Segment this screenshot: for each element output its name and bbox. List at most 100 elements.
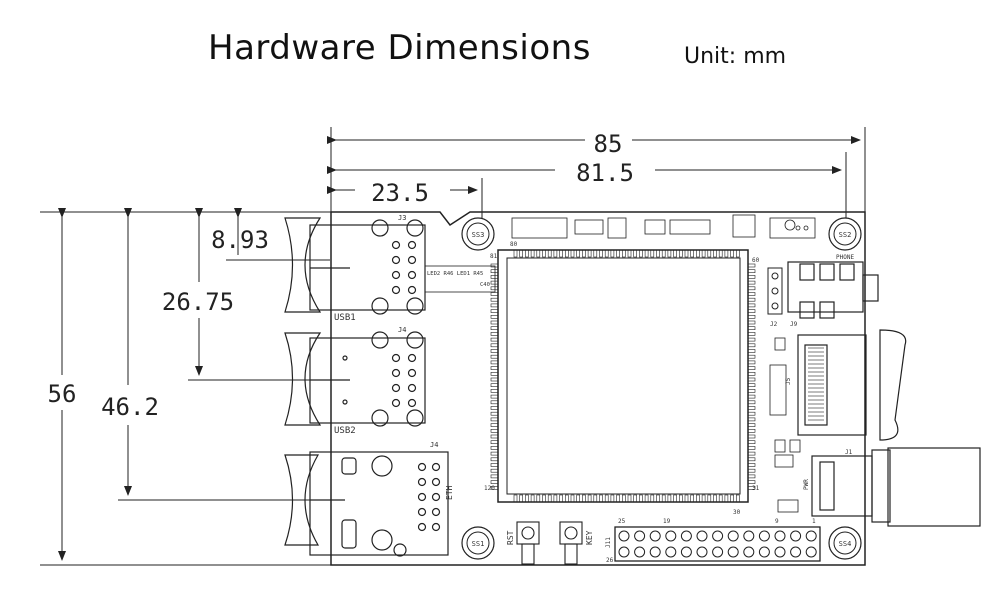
soc-pad	[707, 494, 712, 503]
soc-pad	[747, 297, 756, 302]
dimension-lines-top	[327, 127, 866, 218]
soc-pad	[747, 480, 756, 484]
soc-pad	[696, 249, 700, 258]
soc-pad	[735, 249, 740, 258]
j2-header	[767, 267, 783, 315]
ethernet-connector	[284, 451, 449, 557]
soc-pad	[667, 249, 672, 258]
soc-pad	[490, 360, 499, 365]
header-pin	[712, 546, 724, 558]
soc-pad	[604, 249, 609, 258]
power-connector	[811, 447, 981, 527]
dim-height-holes: 46.2	[101, 393, 159, 421]
header-pin	[790, 530, 802, 542]
soc-pad	[627, 249, 632, 258]
soc-pad	[730, 494, 734, 503]
soc-pad	[513, 249, 518, 258]
label-j5: J5	[785, 377, 792, 385]
soc-pad	[747, 383, 756, 388]
soc-pad	[599, 494, 603, 503]
soc-pad	[616, 249, 620, 258]
soc-pad	[747, 292, 756, 296]
soc-pad	[525, 249, 529, 258]
label-pin1: 1	[812, 518, 816, 525]
soc-pad	[678, 494, 683, 503]
header-pin	[649, 546, 661, 558]
soc-pad	[639, 249, 643, 258]
header-pin	[634, 546, 646, 558]
soc-pad	[639, 494, 643, 503]
soc-pad	[730, 249, 734, 258]
soc-pad	[690, 249, 695, 258]
soc-pad	[656, 494, 660, 503]
soc-pad	[490, 485, 499, 490]
soc-pad	[724, 494, 729, 503]
soc-pad	[747, 354, 756, 359]
soc-pad	[747, 314, 756, 319]
soc-pad	[747, 400, 756, 405]
label-key: KEY	[585, 530, 594, 545]
soc-pad	[490, 314, 499, 319]
header-pin	[665, 546, 677, 558]
soc-pad	[621, 249, 626, 258]
soc-pad	[747, 337, 756, 342]
soc-pad	[525, 494, 529, 503]
soc-pad	[684, 249, 689, 258]
soc-pad	[747, 451, 756, 456]
soc-pad	[490, 275, 499, 279]
soc-pad	[530, 249, 535, 258]
soc-pad	[633, 494, 638, 503]
soc-pad	[490, 366, 499, 370]
label-pin60: 60	[752, 257, 760, 264]
soc-pad	[570, 494, 575, 503]
soc-pads	[490, 249, 756, 503]
soc-pad	[490, 463, 499, 467]
soc-pad	[490, 474, 499, 479]
soc-pad	[576, 249, 581, 258]
soc-pad	[747, 366, 756, 370]
soc-module	[497, 249, 749, 503]
label-phone: PHONE	[836, 254, 854, 261]
soc-pad	[519, 249, 524, 258]
soc-pad	[490, 434, 499, 439]
soc-pad	[747, 411, 756, 416]
soc-pad	[490, 337, 499, 342]
soc-pad	[701, 494, 706, 503]
soc-pad	[490, 332, 499, 336]
soc-pad	[747, 343, 756, 348]
soc-pad	[633, 249, 638, 258]
soc-pad	[490, 383, 499, 388]
soc-pad	[490, 440, 499, 445]
header-pin	[774, 530, 786, 542]
dim-height-total: 56	[48, 380, 77, 408]
soc-pad	[747, 406, 756, 410]
soc-pad	[747, 349, 756, 353]
soc-pad	[553, 494, 558, 503]
top-small-parts	[511, 214, 816, 239]
soc-pad	[747, 269, 756, 274]
label-pin25: 25	[618, 518, 626, 525]
soc-pad	[747, 320, 756, 325]
soc-pad	[490, 354, 499, 359]
soc-pad	[747, 446, 756, 450]
label-pin31: 31	[752, 485, 760, 492]
label-pin9: 9	[775, 518, 779, 525]
soc-pad	[735, 494, 740, 503]
soc-pad	[604, 494, 609, 503]
soc-pad	[564, 494, 569, 503]
soc-pad	[701, 249, 706, 258]
header-pin	[649, 530, 661, 542]
gpio-header-pins	[618, 530, 817, 558]
label-rst: RST	[506, 530, 515, 545]
soc-pad	[593, 249, 598, 258]
usb1-connector	[284, 217, 426, 315]
soc-pad	[547, 249, 552, 258]
header-pin	[805, 546, 817, 558]
soc-pad	[490, 417, 499, 422]
header-pin	[618, 546, 630, 558]
dim-hole-offset: 23.5	[371, 179, 429, 207]
dim-width-holes: 81.5	[576, 159, 634, 187]
soc-pad	[490, 263, 499, 268]
dim-top-offset: 8.93	[211, 226, 269, 254]
